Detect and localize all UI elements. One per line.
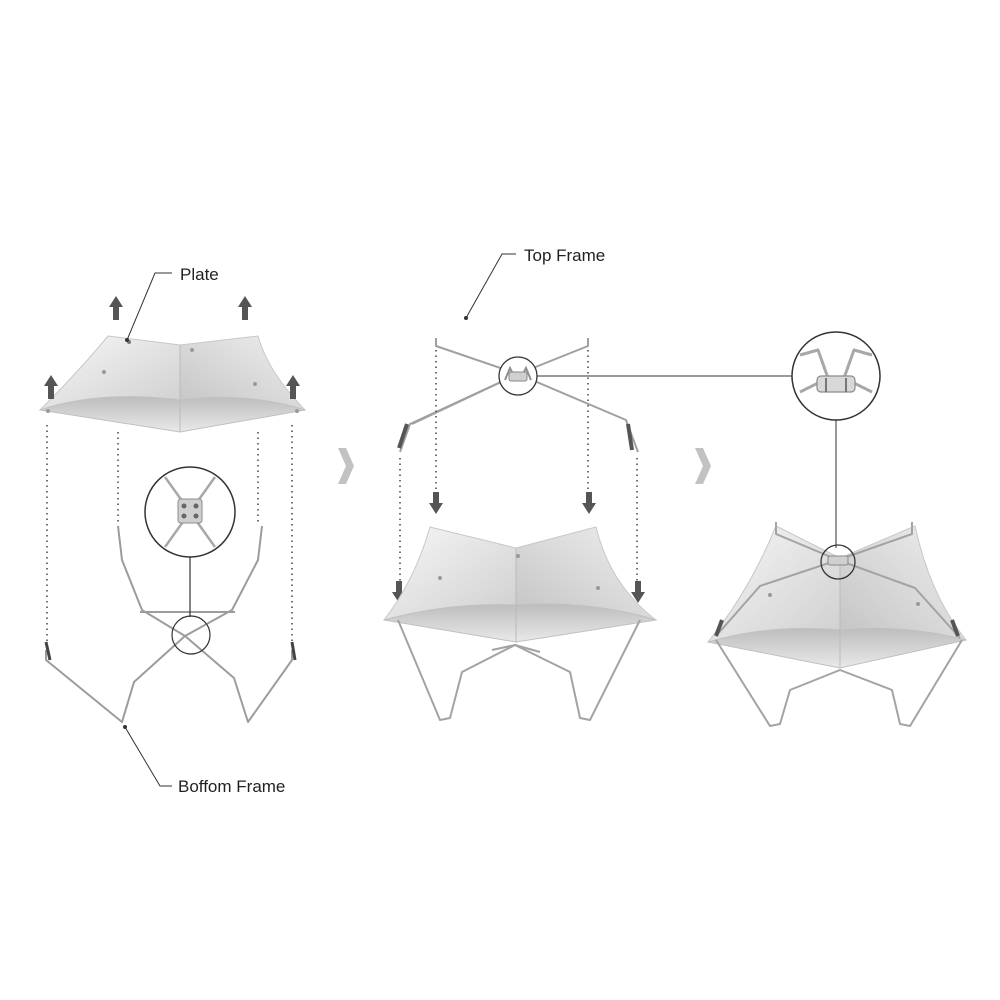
down-arrow-icon bbox=[631, 581, 645, 603]
bottom-frame-label: Boffom Frame bbox=[178, 777, 285, 796]
step-2-view bbox=[382, 338, 658, 721]
top-frame-zoom-large bbox=[537, 331, 881, 548]
bottom-frame-zoom bbox=[144, 466, 236, 655]
alignment-guides bbox=[399, 350, 638, 582]
chevron-right-icon bbox=[695, 448, 711, 484]
plate-label: Plate bbox=[180, 265, 219, 284]
step-3-assembled-view bbox=[706, 522, 968, 727]
bottom-frame-part bbox=[44, 525, 297, 723]
up-arrow-icon bbox=[44, 375, 58, 399]
alignment-guides bbox=[46, 425, 293, 642]
plate-on-bottom-frame bbox=[382, 526, 658, 643]
up-arrow-icon bbox=[238, 296, 252, 320]
bottom-frame-legs bbox=[397, 619, 641, 721]
step-1-exploded-view bbox=[38, 296, 307, 723]
plate-part bbox=[38, 335, 307, 433]
down-arrow-icon bbox=[582, 492, 596, 514]
top-frame-zoom-small bbox=[498, 356, 538, 396]
plate-callout: Plate bbox=[125, 265, 219, 342]
top-frame-callout: Top Frame bbox=[464, 246, 605, 320]
down-arrow-icon bbox=[429, 492, 443, 514]
up-arrow-icon bbox=[109, 296, 123, 320]
bottom-frame-callout: Boffom Frame bbox=[123, 725, 285, 796]
chevron-right-icon bbox=[338, 448, 354, 484]
top-frame-label: Top Frame bbox=[524, 246, 605, 265]
up-arrow-icon bbox=[286, 375, 300, 399]
